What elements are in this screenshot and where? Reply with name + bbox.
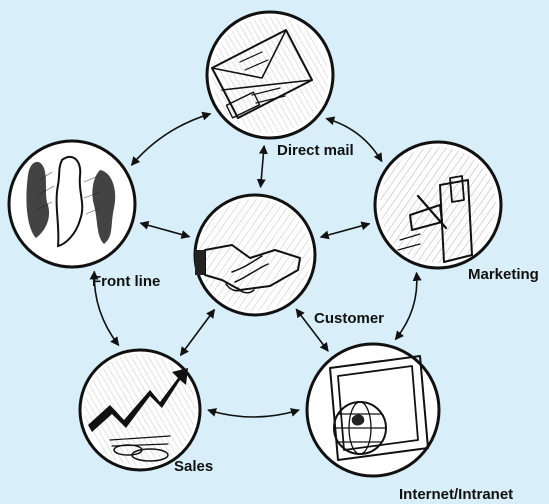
arrow-direct-mail-to-customer <box>261 146 265 187</box>
node-marketing-label: Marketing <box>468 266 539 283</box>
node-direct-mail: Direct mail <box>207 12 354 159</box>
node-sales-label: Sales <box>174 458 213 475</box>
node-customer: Customer <box>195 195 384 327</box>
arrow-marketing-to-internet-intranet <box>395 273 416 340</box>
node-internet-intranet-label: Internet/Intranet <box>399 486 513 503</box>
node-sales: Sales <box>80 350 213 475</box>
envelope-icon <box>212 17 328 133</box>
arrow-front-line-to-customer <box>140 223 189 237</box>
arrow-sales-to-internet-intranet <box>208 410 299 417</box>
arrow-customer-to-sales <box>181 310 215 356</box>
node-direct-mail-label: Direct mail <box>277 142 354 159</box>
node-marketing: Marketing <box>375 142 539 283</box>
node-front-line: Front line <box>9 141 160 290</box>
node-internet-intranet: Internet/Intranet <box>307 344 513 503</box>
arrow-marketing-to-customer <box>321 224 370 237</box>
pencil-hand-icon <box>380 147 496 263</box>
node-customer-label: Customer <box>314 310 384 327</box>
node-front-line-label: Front line <box>92 273 160 290</box>
rising-chart-icon <box>84 354 196 466</box>
arrow-direct-mail-to-front-line <box>132 114 211 165</box>
